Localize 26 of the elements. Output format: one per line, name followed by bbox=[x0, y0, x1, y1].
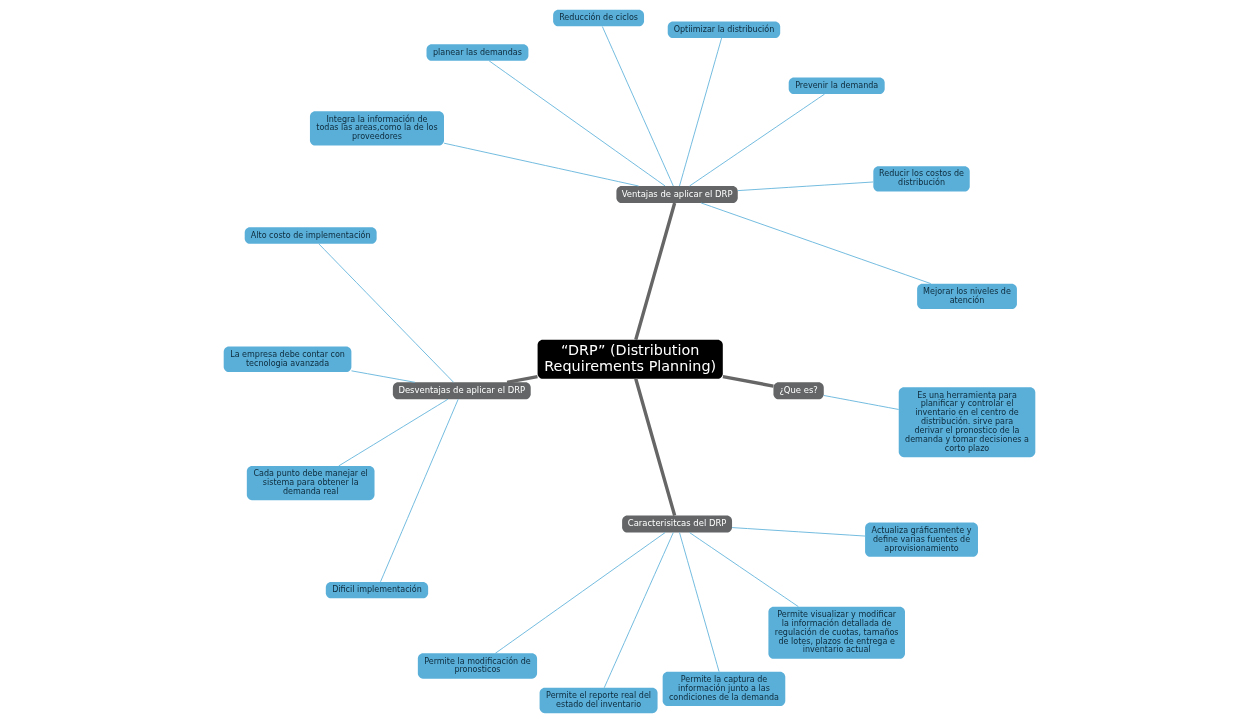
node-box: Ventajas de aplicar el DRP bbox=[615, 186, 738, 203]
connector bbox=[379, 398, 459, 583]
connector bbox=[731, 527, 865, 537]
connector bbox=[603, 532, 674, 689]
connector bbox=[488, 60, 665, 187]
connector bbox=[633, 202, 676, 341]
connector bbox=[688, 93, 825, 187]
node-box: Desventajas de aplicar el DRP bbox=[392, 382, 531, 400]
connector bbox=[317, 243, 454, 383]
connector bbox=[506, 374, 538, 384]
connector bbox=[601, 26, 674, 187]
connector bbox=[350, 370, 415, 383]
connector bbox=[678, 532, 719, 673]
connector bbox=[443, 142, 639, 187]
connector bbox=[678, 37, 722, 187]
connector bbox=[337, 398, 448, 467]
connector bbox=[722, 374, 774, 388]
node-box: “DRP” (Distribution Requirements Planning) bbox=[537, 339, 723, 379]
connector bbox=[736, 181, 874, 192]
connector bbox=[633, 378, 676, 516]
connector bbox=[688, 532, 799, 608]
node-box: Caracterisitcas del DRP bbox=[621, 515, 732, 533]
connector bbox=[494, 532, 665, 654]
node-box: ¿Que es? bbox=[772, 382, 824, 400]
connector bbox=[700, 202, 931, 285]
connector bbox=[822, 395, 899, 410]
